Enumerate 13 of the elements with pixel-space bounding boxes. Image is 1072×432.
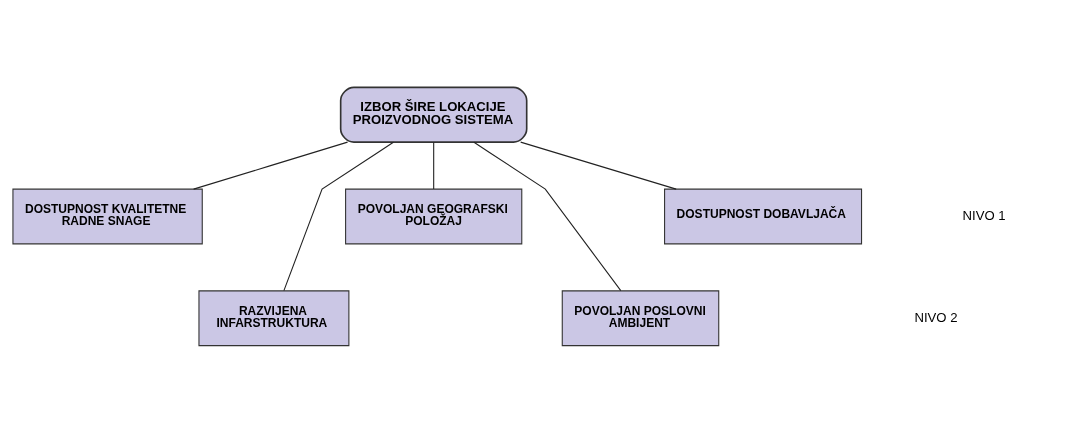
node-box: POVOLJAN GEOGRAFSKI POLOŽAJ (345, 188, 523, 244)
connector (193, 141, 349, 190)
connector (283, 141, 394, 291)
connector (473, 141, 622, 291)
label: NIVO 1 (962, 207, 1006, 223)
node-box: IZBOR ŠIRE LOKACIJE PROIZVODNOG SISTEMA (339, 86, 528, 143)
node-box: RAZVIJENA INFARSTRUKTURA (198, 289, 350, 346)
connector (520, 141, 677, 190)
node-box: DOSTUPNOST DOBAVLJAČA (664, 188, 863, 244)
connector (433, 141, 435, 190)
node-box: POVOLJAN POSLOVNI AMBIJENT (561, 289, 720, 346)
node-box: DOSTUPNOST KVALITETNE RADNE SNAGE (12, 188, 203, 244)
label: NIVO 2 (914, 309, 958, 325)
